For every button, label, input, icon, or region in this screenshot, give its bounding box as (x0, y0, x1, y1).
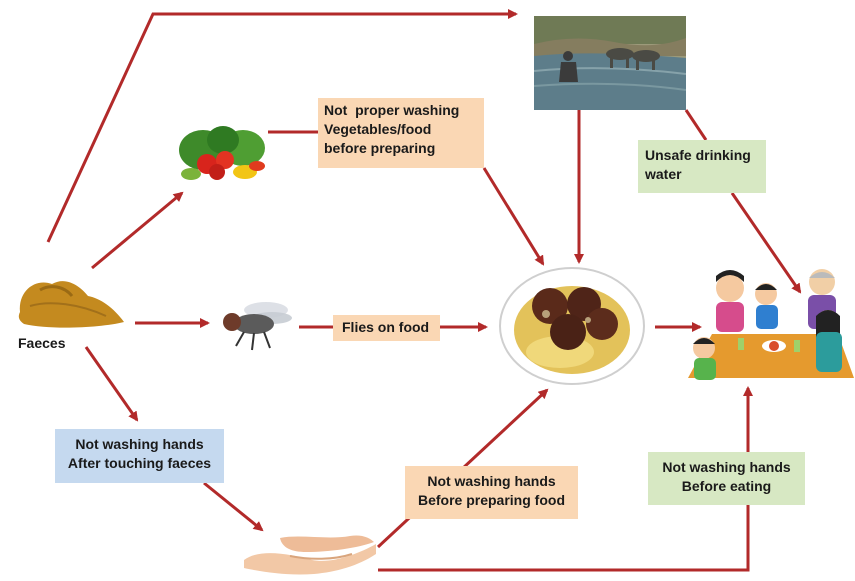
vegetables-image (173, 120, 269, 190)
arrow-washing-to-food (484, 168, 543, 264)
arrow-hands-label-to-hands (204, 483, 262, 530)
label-not-washing-before-eating: Not washing hands Before eating (648, 452, 805, 505)
before-eating-line2: Before eating (648, 477, 805, 496)
unsafe-water-line1: Unsafe drinking (645, 146, 759, 165)
not-proper-washing-line3: before preparing (324, 139, 478, 158)
label-not-washing-after-faeces: Not washing hands After touching faeces (55, 429, 224, 483)
not-proper-washing-line1: Not proper washing (324, 101, 478, 120)
water-photo (534, 16, 686, 110)
arrow-faeces-to-vegetables (92, 193, 182, 268)
label-faeces: Faeces (18, 334, 65, 353)
after-faeces-line1: Not washing hands (55, 435, 224, 454)
before-eating-line1: Not washing hands (648, 458, 805, 477)
before-preparing-line2: Before preparing food (405, 491, 578, 510)
fly-image (214, 298, 298, 354)
faeces-image (10, 272, 128, 332)
label-flies-on-food: Flies on food (333, 315, 440, 341)
label-unsafe-drinking-water: Unsafe drinking water (638, 140, 766, 193)
arrow-faeces-to-hands-label (86, 347, 137, 420)
faeces-text: Faeces (18, 335, 65, 351)
after-faeces-line2: After touching faeces (55, 454, 224, 473)
label-not-proper-washing: Not proper washing Vegetables/food befor… (318, 98, 484, 168)
not-proper-washing-line2: Vegetables/food (324, 120, 478, 139)
unsafe-water-line2: water (645, 165, 759, 184)
flies-on-food-text: Flies on food (342, 318, 431, 337)
food-plate-image (490, 262, 655, 388)
hands-image (240, 530, 378, 578)
label-not-washing-before-preparing: Not washing hands Before preparing food (405, 466, 578, 519)
family-eating-image (688, 268, 854, 386)
connector-water-label (686, 110, 706, 140)
before-preparing-line1: Not washing hands (405, 472, 578, 491)
